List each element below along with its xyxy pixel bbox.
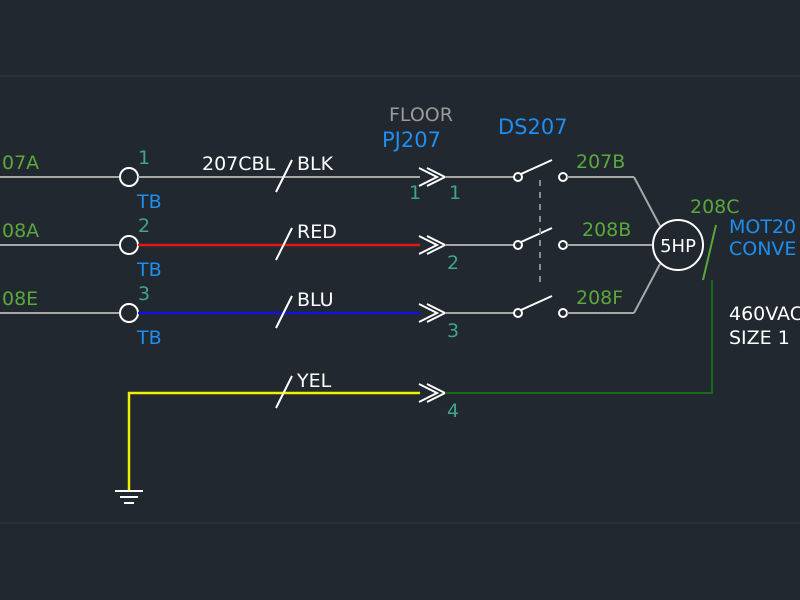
- terminal-3[interactable]: [119, 303, 139, 323]
- connector-pin-3: 3: [447, 320, 459, 342]
- connector-pin-4: 4: [447, 400, 459, 422]
- connector-pin-left-1: 1: [409, 182, 421, 204]
- wire-1-slash: [275, 159, 293, 193]
- disconnect-output-3: 208F: [576, 287, 623, 309]
- wire-color-3: BLU: [297, 289, 334, 311]
- connector-chevron-1: [418, 167, 448, 187]
- connector-header: FLOOR: [389, 104, 453, 126]
- terminal-1[interactable]: [119, 167, 139, 187]
- wire-label-2: 08A: [2, 220, 39, 242]
- wire-2-slash: [275, 227, 293, 261]
- motor-voltage: 460VAC: [729, 303, 800, 325]
- cable-label: 207CBL: [202, 153, 276, 175]
- motor-size: SIZE 1: [729, 327, 790, 349]
- wire-row-1: 07A 1 TB 207CBL BLK 1 1 207B: [0, 147, 661, 227]
- wire-row-4: YEL 4: [115, 280, 713, 504]
- motor-lead-1: [633, 176, 661, 227]
- connector-chevron-3: [418, 303, 448, 323]
- wire-3-slash: [275, 295, 293, 329]
- terminal-2[interactable]: [119, 235, 139, 255]
- disconnect-contact-2b: [558, 240, 568, 250]
- ground-symbol: [115, 490, 143, 504]
- disconnect-contact-3b: [558, 308, 568, 318]
- motor-hp: 5HP: [660, 236, 696, 257]
- motor-ground-label: 208C: [690, 196, 740, 218]
- motor-symbol[interactable]: [652, 219, 704, 271]
- wire-color-2: RED: [297, 221, 337, 243]
- tb-num-2: 2: [138, 215, 150, 237]
- disconnect-contact-3a: [513, 308, 523, 318]
- connector-pin-1: 1: [449, 182, 461, 204]
- tb-label-3: TB: [136, 327, 162, 349]
- disconnect-contact-2a: [513, 240, 523, 250]
- connector-pin-2: 2: [447, 252, 459, 274]
- disconnect-blade-1: [520, 159, 553, 175]
- tb-label-2: TB: [136, 259, 162, 281]
- wire-4-slash: [275, 375, 293, 409]
- connector-chevron-2: [418, 235, 448, 255]
- connector-name: PJ207: [382, 128, 441, 152]
- disconnect-name: DS207: [498, 115, 568, 139]
- tb-num-1: 1: [138, 147, 150, 169]
- yellow-wire-label: YEL: [296, 370, 332, 392]
- yellow-ground-wire: [127, 391, 420, 490]
- wire-label-3: 08E: [2, 288, 38, 310]
- wire-color-1: BLK: [297, 153, 334, 175]
- connector-chevron-4: [418, 383, 448, 403]
- disconnect-output-1: 207B: [576, 151, 625, 173]
- disconnect-blade-2: [520, 227, 553, 243]
- tb-label-1: TB: [136, 191, 162, 213]
- motor-ground-lead: [702, 224, 717, 281]
- motor-name-line2: CONVE: [729, 238, 796, 260]
- green-ground-wire: [445, 280, 713, 394]
- wire-label-1: 07A: [2, 152, 39, 174]
- tb-num-3: 3: [138, 283, 150, 305]
- disconnect-output-2: 208B: [582, 219, 631, 241]
- wire-row-3: 08E 3 TB BLU 3 208F: [0, 263, 661, 349]
- disconnect-blade-3: [520, 295, 553, 311]
- motor-name-line1: MOT20: [729, 216, 796, 238]
- wire-row-2: 08A 2 TB RED 2 208B: [0, 215, 652, 281]
- disconnect-contact-1b: [558, 172, 568, 182]
- motor-lead-3: [633, 263, 661, 314]
- disconnect-contact-1a: [513, 172, 523, 182]
